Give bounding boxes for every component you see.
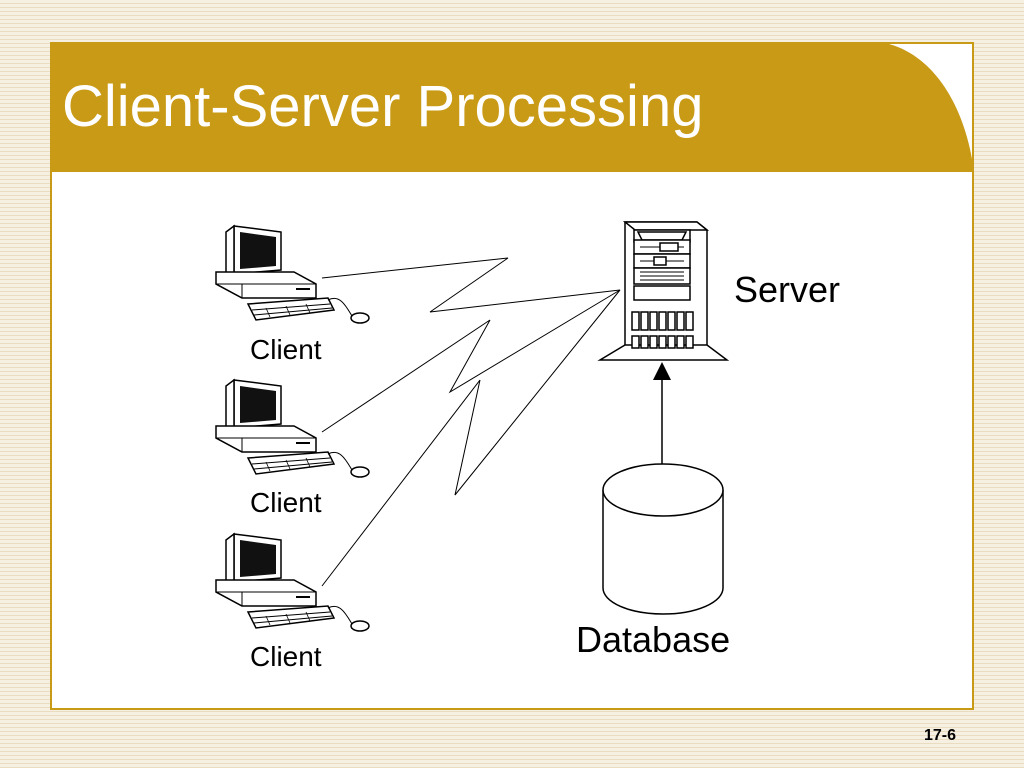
database-cylinder-icon [602,463,724,615]
client-computer-icon [215,379,370,478]
client-label: Client [250,487,322,518]
database-label: Database [576,619,731,660]
server-label: Server [734,269,841,310]
client-computer-icon [215,225,370,324]
connection-lines [321,257,621,587]
slide-title: Client-Server Processing [62,74,704,139]
client-label: Client [250,641,322,672]
client-label: Client [250,334,322,365]
server-tower-icon [597,221,730,361]
title-bar [50,42,974,172]
slide-background [50,42,974,710]
slide-frame: Client-Server Processing [50,42,974,710]
page-number: 17-6 [924,727,957,744]
client-computer-icon [215,533,370,632]
